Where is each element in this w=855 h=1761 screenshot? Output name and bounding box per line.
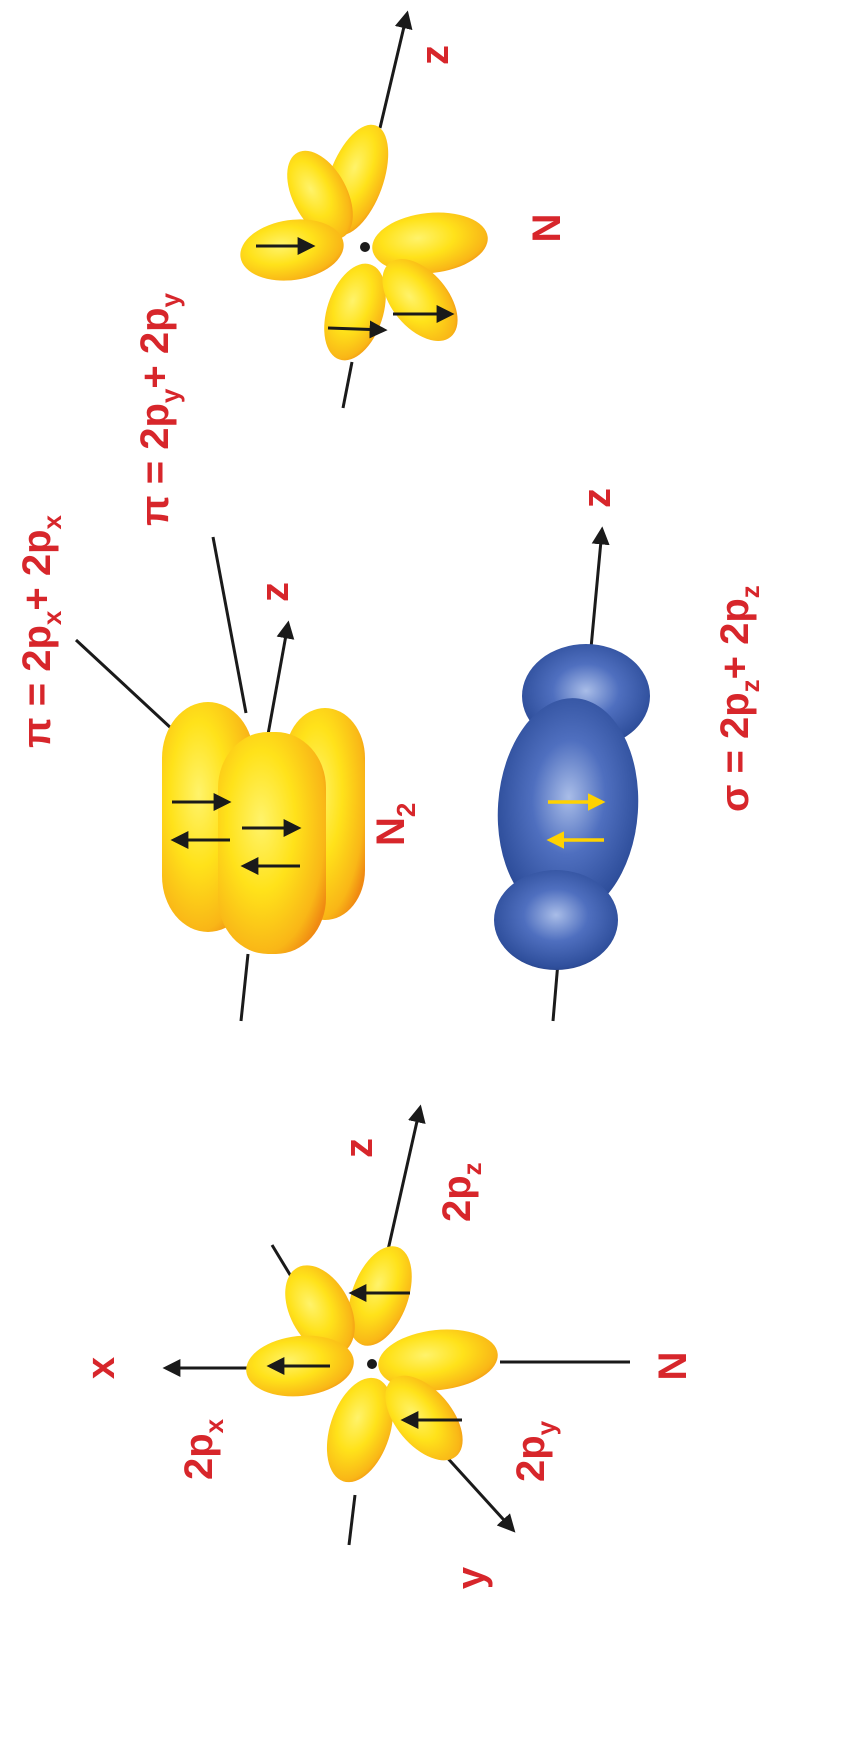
label-pi-x: π = 2px+ 2px (15, 514, 67, 748)
label-2pz-main: 2p (435, 1175, 479, 1222)
label-2py: 2py (509, 1420, 561, 1482)
n2-axis-tail (239, 953, 250, 1022)
label-z-sigma: z (575, 488, 619, 508)
label-sigma-lead: σ = 2p (713, 692, 757, 812)
label-sigma-mid: + 2p (713, 598, 757, 679)
bottom-lobe-right (378, 1329, 498, 1391)
label-n2: N2 (369, 803, 421, 846)
top-electron-arrow-2 (327, 320, 388, 339)
label-x-axis: x (79, 1357, 123, 1379)
bottom-nucleus (367, 1359, 377, 1369)
sigma-z-axis-arrow (589, 526, 610, 649)
label-z-n2: z (253, 582, 297, 602)
label-2px: 2px (177, 1418, 229, 1480)
top-lobe-left (240, 219, 344, 281)
label-pi-x-mid: + 2p (15, 529, 59, 610)
label-pi-y: π = 2py+ 2py (133, 292, 185, 526)
bottom-lobe-py (385, 1375, 463, 1461)
label-n2-sub: 2 (391, 803, 421, 817)
sigma-axis-tail (551, 961, 560, 1022)
sigma-lobe-bottom (494, 870, 618, 970)
label-n2-main: N (369, 817, 413, 846)
n2-pi-bond (74, 536, 365, 1022)
bottom-upper-tick (270, 1244, 294, 1279)
top-lobe-upper-2 (287, 150, 353, 240)
label-pi-y-lead: π = 2p (133, 403, 177, 526)
top-n-atom (240, 10, 488, 409)
label-pi-x-lead: π = 2p (15, 625, 59, 748)
label-pi-y-mid: + 2p (133, 307, 177, 388)
label-z-top: z (413, 45, 457, 65)
bottom-axis-tail (347, 1494, 357, 1546)
bottom-z-axis-arrow (386, 1104, 426, 1251)
label-2px-sub: x (199, 1418, 229, 1433)
label-2pz: 2pz (435, 1162, 487, 1222)
label-pi-y-sub2: y (155, 292, 185, 307)
label-2px-main: 2p (177, 1433, 221, 1480)
label-sigma-sub2: z (735, 585, 765, 598)
label-n-bottom: N (651, 1352, 695, 1381)
label-y-axis: y (449, 1566, 493, 1589)
pi-y-leader-line (211, 536, 248, 714)
label-sigma: σ = 2pz+ 2pz (713, 585, 765, 812)
label-pi-x-sub1: x (37, 610, 67, 625)
sigma-bond (494, 526, 650, 1022)
pi-cloud-front (218, 732, 326, 954)
label-z-bottom: z (337, 1138, 381, 1158)
pi-x-leader-line (74, 638, 188, 744)
label-pi-x-sub2: x (37, 514, 67, 529)
label-n-top: N (525, 214, 569, 243)
label-2pz-sub: z (457, 1162, 487, 1175)
sigma-lobe-middle (497, 698, 639, 918)
top-z-axis-arrow (378, 10, 413, 129)
top-axis-tail (341, 361, 354, 409)
top-lobe-right (372, 212, 488, 274)
label-sigma-sub1: z (735, 679, 765, 692)
label-pi-y-sub1: y (155, 388, 185, 403)
bottom-lobe-pz-2 (285, 1265, 355, 1355)
label-2py-sub: y (531, 1420, 561, 1435)
label-2py-main: 2p (509, 1435, 553, 1482)
top-nucleus (360, 242, 370, 252)
bottom-lobe-lower-1 (326, 1377, 394, 1483)
bottom-lobe-pz-1 (348, 1246, 412, 1346)
n2-z-axis-arrow (265, 620, 295, 741)
bottom-y-axis-arrow (441, 1451, 516, 1533)
bottom-n-atom (162, 1104, 630, 1546)
